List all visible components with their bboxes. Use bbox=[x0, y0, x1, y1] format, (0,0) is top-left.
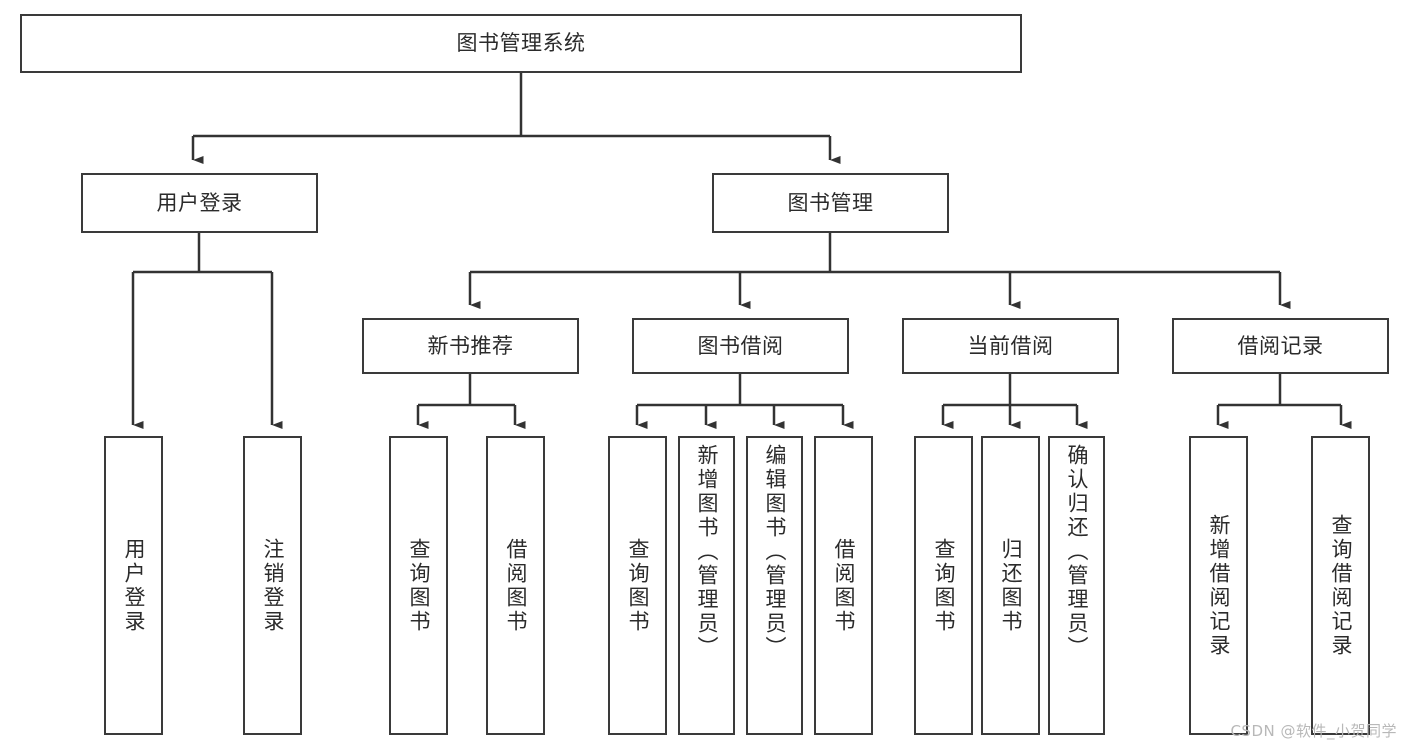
node-leaf-confirm-return-admin[interactable]: 确认归还（管理员） bbox=[1048, 436, 1105, 735]
node-label: 新书推荐 bbox=[427, 333, 514, 358]
node-leaf-user-login[interactable]: 用户登录 bbox=[104, 436, 163, 735]
node-leaf-return-books[interactable]: 归还图书 bbox=[981, 436, 1040, 735]
node-user-login[interactable]: 用户登录 bbox=[81, 173, 318, 233]
node-label: 借阅图书 bbox=[504, 537, 528, 634]
node-leaf-edit-book-admin[interactable]: 编辑图书（管理员） bbox=[746, 436, 803, 735]
node-leaf-query-borrowing-record[interactable]: 查询借阅记录 bbox=[1311, 436, 1370, 735]
node-label: 查询图书 bbox=[407, 537, 431, 634]
node-label: 注销登录 bbox=[261, 537, 285, 634]
node-label: 图书管理 bbox=[787, 190, 874, 215]
node-current-borrowing[interactable]: 当前借阅 bbox=[902, 318, 1119, 374]
node-borrowing-record[interactable]: 借阅记录 bbox=[1172, 318, 1389, 374]
node-leaf-logout[interactable]: 注销登录 bbox=[243, 436, 302, 735]
node-leaf-query-books-borrow[interactable]: 查询图书 bbox=[608, 436, 667, 735]
node-label: 图书管理系统 bbox=[456, 31, 586, 56]
node-label: 查询图书 bbox=[932, 537, 956, 634]
node-label: 当前借阅 bbox=[967, 333, 1054, 358]
node-label: 归还图书 bbox=[999, 537, 1023, 634]
node-label: 图书借阅 bbox=[697, 333, 784, 358]
node-leaf-add-book-admin[interactable]: 新增图书（管理员） bbox=[678, 436, 735, 735]
node-leaf-query-books-current[interactable]: 查询图书 bbox=[914, 436, 973, 735]
node-root-book-management-system[interactable]: 图书管理系统 bbox=[20, 14, 1022, 73]
node-leaf-add-borrowing-record[interactable]: 新增借阅记录 bbox=[1189, 436, 1248, 735]
node-label: 借阅图书 bbox=[832, 537, 856, 634]
node-label: 查询图书 bbox=[626, 537, 650, 634]
node-label: 查询借阅记录 bbox=[1329, 513, 1353, 658]
node-leaf-borrow-books-borrow[interactable]: 借阅图书 bbox=[814, 436, 873, 735]
node-leaf-query-books-newbook[interactable]: 查询图书 bbox=[389, 436, 448, 735]
node-label: 确认归还（管理员） bbox=[1065, 444, 1089, 660]
node-book-borrowing[interactable]: 图书借阅 bbox=[632, 318, 849, 374]
node-label: 用户登录 bbox=[156, 190, 243, 215]
node-new-book-recommendation[interactable]: 新书推荐 bbox=[362, 318, 579, 374]
node-label: 用户登录 bbox=[122, 537, 146, 634]
node-leaf-borrow-books-newbook[interactable]: 借阅图书 bbox=[486, 436, 545, 735]
node-label: 新增借阅记录 bbox=[1207, 513, 1231, 658]
node-book-management[interactable]: 图书管理 bbox=[712, 173, 949, 233]
node-label: 新增图书（管理员） bbox=[695, 444, 719, 660]
node-label: 编辑图书（管理员） bbox=[763, 444, 787, 660]
node-label: 借阅记录 bbox=[1237, 333, 1324, 358]
csdn-watermark: CSDN @软件_小贺同学 bbox=[1230, 722, 1397, 740]
